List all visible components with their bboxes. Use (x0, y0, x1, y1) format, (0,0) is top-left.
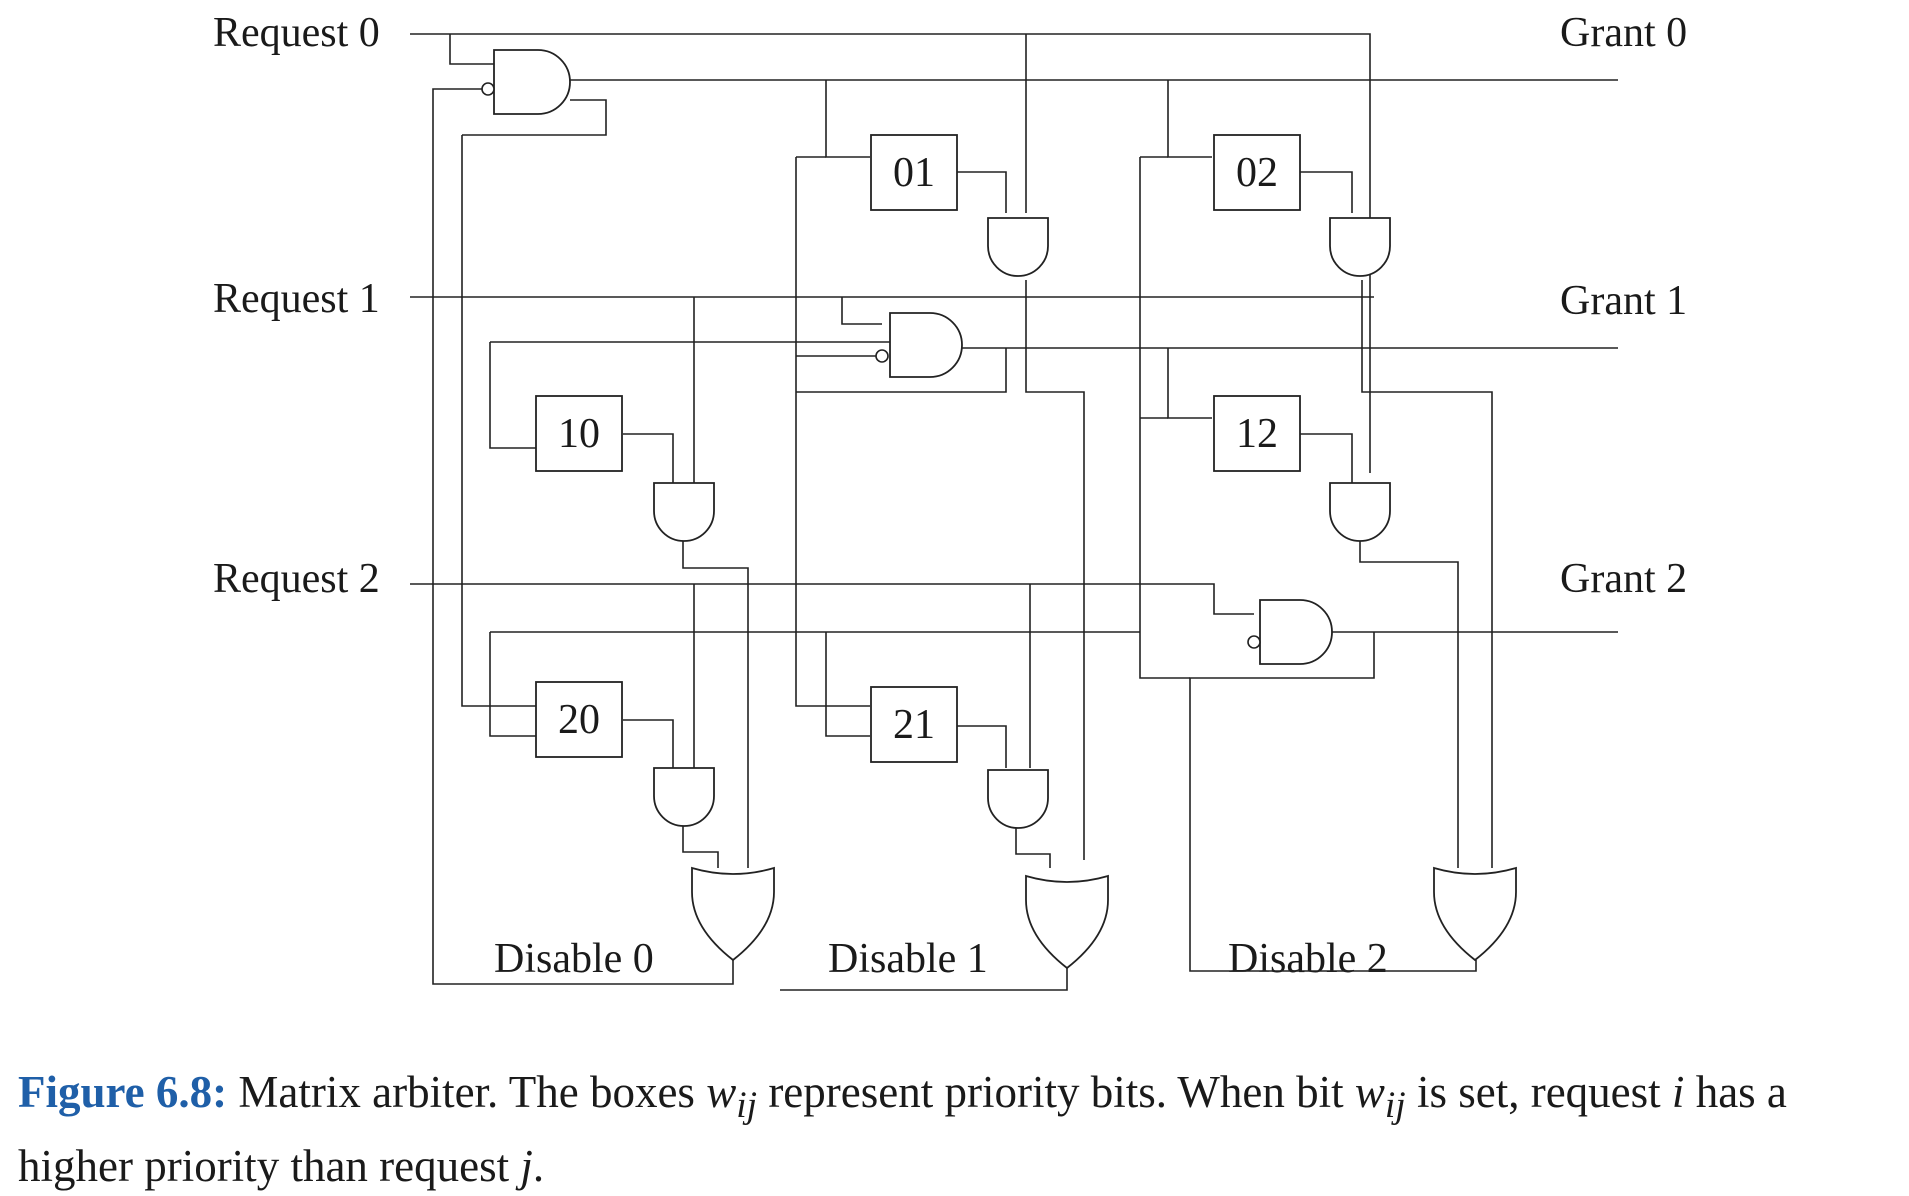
grant-2-and-gate (1259, 599, 1333, 665)
grant-1-inverter-bubble (875, 349, 889, 363)
or-gate-disable-2 (1433, 866, 1517, 962)
priority-box-20-label: 20 (558, 697, 600, 743)
caption-text-1: Matrix arbiter. The boxes (227, 1067, 707, 1117)
caption-w-symbol-2: w (1354, 1067, 1385, 1117)
request-0-wire (410, 33, 1371, 473)
request-0-label: Request 0 (213, 10, 380, 56)
priority-box-02 (1213, 134, 1301, 211)
grant-0-and-gate (493, 49, 571, 115)
grant-0-wire (570, 79, 1618, 158)
caption-text-3: is set, request (1405, 1067, 1672, 1117)
grant-1-and-gate (889, 312, 963, 378)
request-2-wire (410, 583, 1254, 768)
priority-box-20 (535, 681, 623, 758)
matrix-arbiter-diagram: Request 0 Request 1 Request 2 Grant 0 Gr… (213, 10, 1687, 991)
caption-w-symbol: w (706, 1067, 737, 1117)
grant-2-inverter-bubble (1247, 635, 1261, 649)
caption-text-4: has a higher priority than request (18, 1067, 1787, 1191)
disable-0-label: Disable 0 (494, 936, 654, 982)
grant-0-label: Grant 0 (1560, 10, 1687, 56)
disable-2-label: Disable 2 (1228, 936, 1388, 982)
priority-box-10-label: 10 (558, 411, 600, 457)
caption-text-5: . (532, 1141, 545, 1191)
caption-text-2: represent priority bits. When bit (757, 1067, 1355, 1117)
and-20-wires (623, 719, 719, 868)
disable-1-wire (780, 966, 1068, 991)
and-01-wires (957, 171, 1085, 860)
grant-0-inverter-bubble (481, 82, 495, 96)
and-gate-21 (987, 769, 1049, 829)
priority-box-10 (535, 395, 623, 472)
request-1-label: Request 1 (213, 276, 380, 322)
request-2-label: Request 2 (213, 556, 380, 602)
grant-2-label: Grant 2 (1560, 556, 1687, 602)
priority-box-01 (870, 134, 958, 211)
priority-box-01-label: 01 (893, 150, 935, 196)
and-gate-02 (1329, 217, 1391, 277)
and-02-wires (1300, 171, 1493, 868)
caption-ij-subscript-2: ij (1384, 1085, 1406, 1126)
figure-caption: Figure 6.8: Matrix arbiter. The boxes wi… (18, 1062, 1898, 1196)
grant-1-label: Grant 1 (1560, 278, 1687, 324)
and-gate-20 (653, 767, 715, 827)
or-gate-disable-1 (1025, 874, 1109, 970)
grant-2-wire (489, 631, 1618, 972)
disable-1-label: Disable 1 (828, 936, 988, 982)
disable-2-wire (1139, 156, 1190, 679)
priority-box-21 (870, 686, 958, 763)
priority-box-12 (1213, 395, 1301, 472)
and-12-wires (1300, 433, 1459, 868)
and-gate-10 (653, 482, 715, 542)
and-gate-12 (1329, 482, 1391, 542)
priority-box-21-label: 21 (893, 702, 935, 748)
priority-box-12-label: 12 (1236, 411, 1278, 457)
request-1-wire (410, 296, 1374, 483)
caption-i-symbol: i (1671, 1067, 1685, 1117)
caption-j-symbol: j (520, 1141, 533, 1191)
and-21-wires (957, 725, 1051, 868)
and-10-wires (623, 433, 749, 868)
disable-0-wire (432, 88, 734, 985)
priority-box-02-label: 02 (1236, 150, 1278, 196)
or-gate-disable-0 (691, 866, 775, 962)
figure-number: Figure 6.8: (18, 1067, 228, 1117)
disable-0-branch (461, 99, 607, 707)
and-gate-01 (987, 217, 1049, 277)
grant-1-wire (489, 341, 1618, 449)
caption-ij-subscript: ij (736, 1085, 758, 1126)
disable-1-branch (795, 156, 1007, 707)
